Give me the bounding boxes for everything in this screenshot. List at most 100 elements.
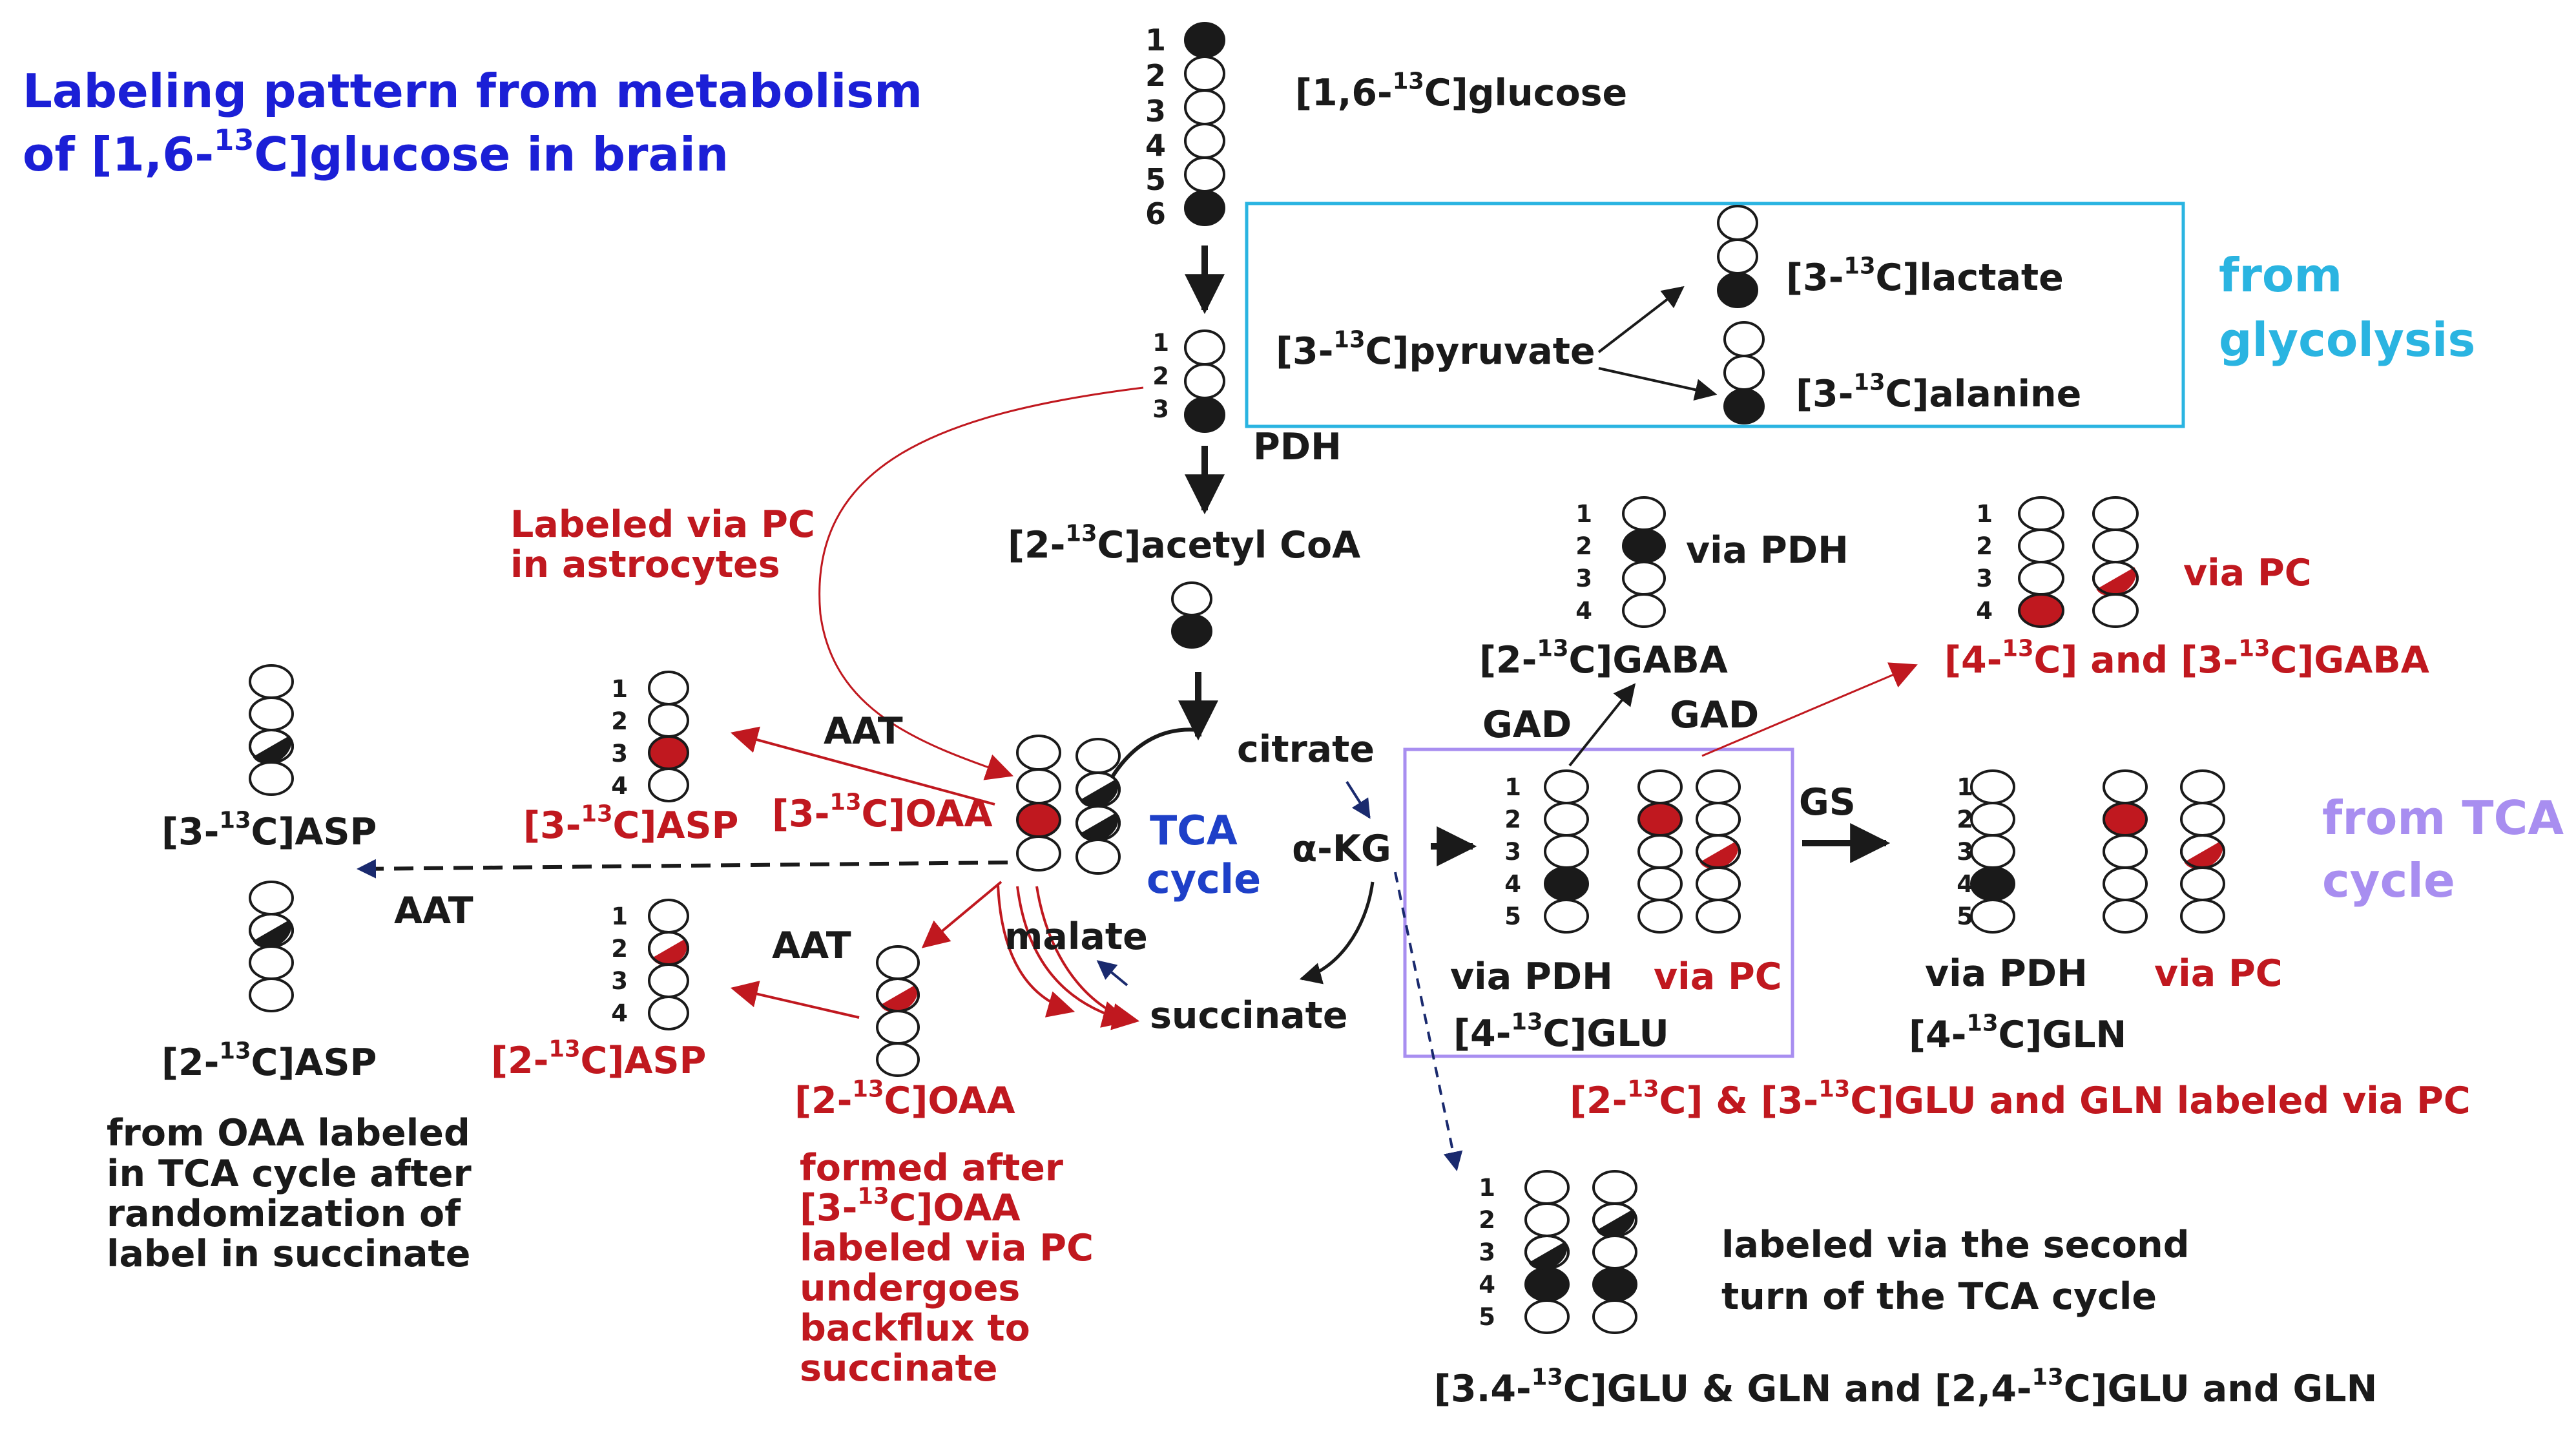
acetyl-coa-label: [2-13C]acetyl CoA [1008, 520, 1361, 567]
gln-pdh-chain-carbon-4 [1970, 866, 2015, 901]
gaba-pc-chain-a-carbon-4 [2018, 593, 2064, 628]
glucose-carbon-1: 1 [1145, 23, 1166, 57]
gln-pc-chain-b-carbon-5 [2180, 899, 2225, 934]
second-turn-chain-a-carbon-5 [1524, 1299, 1570, 1334]
acetylcoa-chain-carbon-2 [1171, 614, 1212, 649]
arrow-oaa-to-succinate-3 [1035, 886, 1140, 1030]
asp3-red-chain [648, 671, 689, 802]
arrow-oaa-to-succinate-1 [997, 884, 1075, 1018]
lactate-chain [1717, 205, 1758, 308]
glycolysis-note-line2: glycolysis [2219, 313, 2476, 367]
gln-pc-chain-a-carbon-3 [2103, 834, 2148, 869]
asp3-red-chain-carbon-1 [648, 671, 689, 705]
gaba2-label: [2-13C]GABA [1479, 635, 1728, 682]
gln-pdh-chain-carbon-3 [1970, 834, 2015, 869]
second-turn-chain-b-carbon-1 [1592, 1170, 1637, 1205]
arrow-oaa-to-succinate-2 [1016, 886, 1130, 1028]
akg-label: α-KG [1292, 828, 1391, 870]
gaba-pc-chain-a-carbon-1 [2018, 496, 2064, 531]
arrow-oaa-to-asp-dashed [357, 859, 1008, 879]
tca-note-line1: from TCA [2322, 791, 2564, 845]
alanine-chain [1723, 321, 1765, 424]
bottom-label: [3.4-13C]GLU & GLN and [2,4-13C]GLU and … [1434, 1364, 2378, 1410]
glu-pc-chain-b-carbon-5 [1696, 899, 1741, 934]
gaba-pc-chain-a-carbon-2 [2018, 528, 2064, 563]
alanine-label: [3-13C]alanine [1796, 369, 2082, 415]
gaba-pc-carbon-4: 4 [1976, 597, 1993, 625]
diagram-title-line2: of [1,6-13C]glucose in brain [23, 123, 729, 182]
asp-note-line3: randomization of [107, 1193, 461, 1235]
gaba-pc-chain-a [2018, 496, 2064, 628]
glu-pc-chain-a-carbon-1 [1637, 769, 1683, 804]
glu-carbon-5: 5 [1504, 903, 1521, 930]
lactate-label: [3-13C]lactate [1786, 253, 2064, 299]
pyruvate-chain-carbon-2 [1184, 363, 1225, 399]
pc-note-line1: Labeled via PC [510, 503, 815, 546]
arrow-pyruvate-to-alanine [1598, 367, 1718, 401]
glucose-label: [1,6-13C]glucose [1295, 68, 1628, 114]
gaba-pc-carbon-1: 1 [1976, 500, 1993, 528]
acetylcoa-chain [1171, 581, 1212, 649]
gln-pc-chain-b-carbon-3-half [2184, 841, 2223, 870]
asp3-red-label: [3-13C]ASP [523, 800, 739, 847]
oaa3-chain-a-carbon-1 [1016, 735, 1061, 771]
diagram-title-line1: Labeling pattern from metabolism [23, 64, 923, 118]
arrow-pyruvate-to-oaa-pc [818, 386, 1144, 780]
oaa2-label: [2-13C]OAA [795, 1076, 1015, 1122]
gln-carbon-4: 4 [1957, 870, 1973, 898]
oaa3-chain-b-carbon-2-half [1079, 778, 1119, 808]
second-turn-carbon-2: 2 [1479, 1206, 1495, 1234]
glu-label: [4-13C]GLU [1453, 1008, 1669, 1055]
oaa2-note-line3: labeled via PC [800, 1227, 1094, 1269]
oaa2-chain-carbon-2-half [880, 985, 918, 1012]
asp3-red-carbon-3: 3 [611, 740, 628, 768]
oaa2-chain-carbon-4 [876, 1042, 920, 1077]
glucose-chain-carbon-1 [1184, 22, 1225, 58]
second-turn-chain-a-carbon-4 [1524, 1267, 1570, 1302]
alanine-chain-carbon-1 [1723, 321, 1765, 357]
oaa3-label: [3-13C]OAA [772, 789, 993, 835]
gln-pc-chain-b-carbon-4 [2180, 866, 2225, 901]
gln-label: [4-13C]GLN [1909, 1010, 2127, 1056]
asp2-red-carbon-3: 3 [611, 967, 628, 995]
oaa3-chain-a-carbon-4 [1016, 835, 1061, 872]
glucose-chain-carbon-6 [1184, 190, 1225, 226]
asp2-red-chain-carbon-2-half [652, 939, 687, 966]
gaba-pc-chain-b-carbon-2 [2092, 528, 2139, 563]
glycolysis-box [1245, 202, 2185, 428]
glu-pdh-chain-carbon-5 [1544, 899, 1589, 934]
glu-carbon-2: 2 [1504, 806, 1521, 833]
asp3-red-chain-carbon-4 [648, 768, 689, 802]
glu-pdh-chain [1544, 769, 1589, 934]
glu-pdh-chain-carbon-3 [1544, 834, 1589, 869]
second-turn-carbon-1: 1 [1479, 1174, 1495, 1202]
asp2-black-chain-carbon-4 [249, 977, 294, 1012]
alanine-chain-carbon-2 [1723, 355, 1765, 391]
asp3-black-label: [3-13C]ASP [161, 807, 377, 853]
pyruvate-label: [3-13C]pyruvate [1276, 326, 1595, 373]
pyruvate-carbon-2: 2 [1152, 362, 1169, 390]
tca-note-line2: cycle [2322, 853, 2455, 908]
glucose-carbon-4: 4 [1145, 128, 1166, 163]
asp3-red-chain-carbon-3 [648, 735, 689, 770]
asp2-black-chain-carbon-3 [249, 945, 294, 980]
arrow-citrate-to-akg [1345, 780, 1371, 819]
asp3-red-carbon-4: 4 [611, 772, 628, 800]
asp2-red-chain-carbon-1 [648, 899, 689, 934]
aat-label-lower: AAT [772, 924, 851, 967]
second-turn-chain-b-carbon-3 [1592, 1235, 1637, 1269]
second-turn-carbon-3: 3 [1479, 1238, 1495, 1266]
gln-pdh-chain-carbon-1 [1970, 769, 2015, 804]
glucose-chain-carbon-5 [1184, 156, 1225, 193]
glu-carbon-1: 1 [1504, 773, 1521, 801]
gaba2-carbon-2: 2 [1575, 532, 1592, 560]
gaba2-carbon-3: 3 [1575, 565, 1592, 592]
acetylcoa-chain-carbon-1 [1171, 581, 1212, 616]
tca-label-line1: TCA [1150, 807, 1238, 854]
asp-note-line4: label in succinate [107, 1233, 471, 1275]
arrow-oaa2-to-asp2 [730, 981, 860, 1019]
oaa3-chain-a-carbon-3 [1016, 802, 1061, 838]
arrow-akg-second-turn-dashed [1394, 872, 1463, 1171]
lactate-chain-carbon-3 [1717, 272, 1758, 308]
gaba2-chain-carbon-4 [1622, 593, 1666, 628]
